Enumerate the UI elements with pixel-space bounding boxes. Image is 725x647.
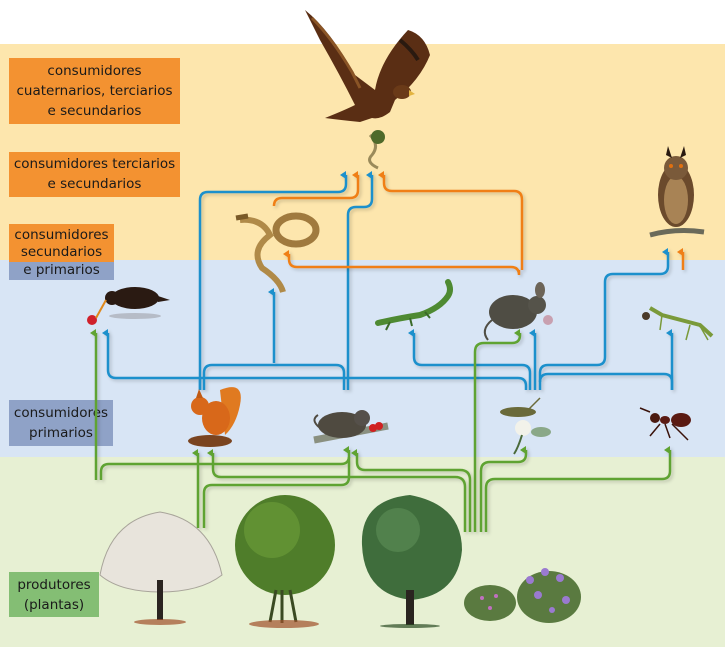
arrow-mouse-to-snake xyxy=(283,250,521,276)
label-line: e secundarios xyxy=(47,176,142,192)
arrow-tree-to-fieldmouse xyxy=(202,457,351,528)
blue-arrows xyxy=(102,171,674,390)
shrub-organism xyxy=(235,495,335,628)
label-line: produtores xyxy=(17,577,91,593)
label-producers: produtores (plantas) xyxy=(9,572,99,617)
arrow-plants-to-fieldmouse-left xyxy=(99,446,351,480)
grasshopper-organism xyxy=(500,397,551,455)
arrow-snake-to-eagle xyxy=(272,171,360,207)
arrow-to-owl xyxy=(538,248,670,390)
label-secondary-orange-part: consumidores secundarios xyxy=(9,224,114,262)
eagle-organism xyxy=(305,10,430,170)
label-secondary-blue-part: e primarios xyxy=(9,262,114,280)
tree-organism xyxy=(361,495,462,628)
label-secondary-consumers: consumidores secundarios e primarios xyxy=(9,224,114,280)
flower-bush-organism xyxy=(517,568,581,623)
orange-arrows xyxy=(272,171,685,276)
field-mouse-organism xyxy=(313,410,389,444)
owl-organism xyxy=(649,146,705,238)
label-line: secundarios xyxy=(20,244,103,260)
arrow-to-blackbird xyxy=(102,329,528,390)
label-line: consumidores terciarios xyxy=(13,156,176,172)
arrow-shrubs-to-fieldmouse xyxy=(351,449,472,532)
arrow-plants-to-grasshopper xyxy=(479,446,528,532)
ant-organism xyxy=(639,407,691,441)
mantis-organism xyxy=(642,306,714,341)
label-line: consumidores xyxy=(13,405,109,421)
arrow-plants-to-mouse xyxy=(473,329,522,532)
label-line: primarios xyxy=(29,425,93,441)
label-line: e primarios xyxy=(23,262,100,278)
lizard-organism xyxy=(375,279,453,331)
top-margin xyxy=(0,0,725,44)
green-arrows xyxy=(90,329,672,532)
label-line: consumidores xyxy=(47,63,142,79)
tree-blossom-organism xyxy=(99,511,223,625)
label-tertiary-consumers: consumidores terciarios e secundarios xyxy=(9,152,180,197)
label-line: e secundarios xyxy=(47,103,142,119)
squirrel-organism xyxy=(188,387,241,447)
arrow-plants-to-ant xyxy=(484,446,672,532)
small-bush-organism xyxy=(464,585,516,621)
arrow-shrubs-to-squirrel xyxy=(207,449,467,532)
arrow-grasshopper-to-lizard xyxy=(408,329,532,390)
label-line: consumidores xyxy=(14,227,109,243)
snake-organism xyxy=(235,212,320,293)
blackbird-organism xyxy=(87,287,170,325)
arrow-mouse-to-eagle xyxy=(378,171,524,270)
mouse-organism xyxy=(483,282,553,341)
label-quaternary-consumers: consumidores cuaternarios, terciarios e … xyxy=(9,58,180,124)
arrow-squirrel-to-eagle xyxy=(198,171,348,390)
label-line: (plantas) xyxy=(23,597,85,613)
label-line: cuaternarios, terciarios xyxy=(16,83,173,99)
arrow-fieldmouse-to-eagle xyxy=(346,171,374,390)
arrow-ant-branch xyxy=(538,372,674,390)
arrow-squirrel-mouse-junction xyxy=(202,363,346,390)
